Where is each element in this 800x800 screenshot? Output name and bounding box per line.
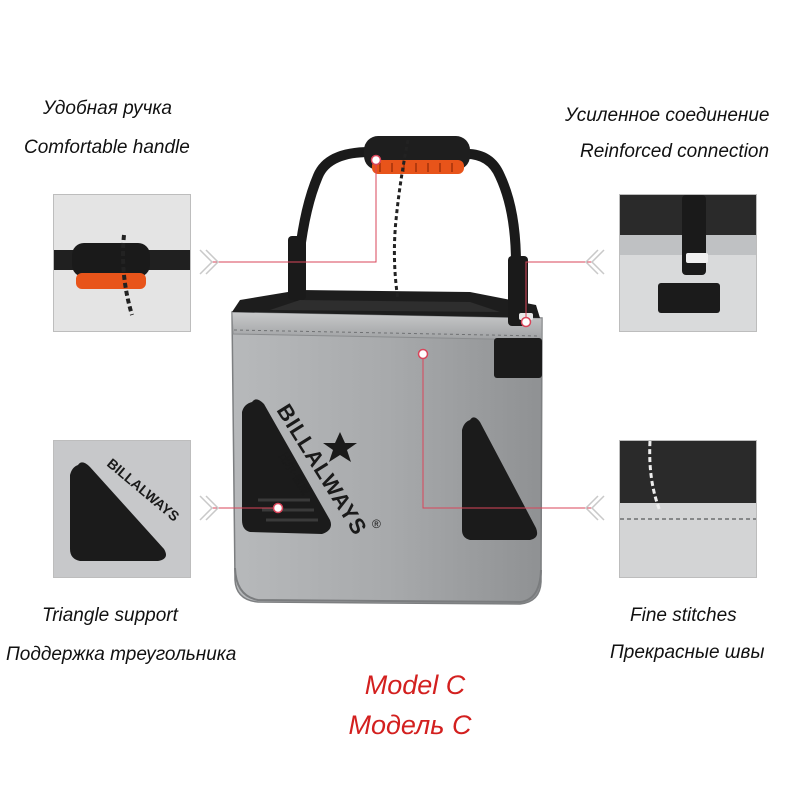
caption-connection-ru: Усиленное соединение <box>565 105 770 126</box>
caption-stitches-en: Fine stitches <box>630 605 737 626</box>
detail-connection-thumbnail <box>619 194 757 332</box>
caption-handle-ru: Удобная ручка <box>43 98 172 119</box>
detail-handle-thumbnail <box>53 194 191 332</box>
caption-stitches-ru: Прекрасные швы <box>610 642 765 663</box>
detail-stitches-thumbnail <box>619 440 757 578</box>
bucket-handle <box>288 136 542 378</box>
detail-triangle-thumbnail: BILLALWAYS <box>53 440 191 578</box>
triangle-support-right <box>462 417 538 540</box>
caption-handle-en: Comfortable handle <box>24 137 190 158</box>
caption-connection-en: Reinforced connection <box>580 141 770 162</box>
model-label-en: Model C <box>364 670 466 700</box>
callout-lines <box>199 160 605 521</box>
caption-triangle-en: Triangle support <box>42 605 178 626</box>
star-icon <box>323 432 357 462</box>
caption-triangle-ru: Поддержка треугольника <box>6 644 237 665</box>
registered-mark: ® <box>372 517 381 531</box>
triangle-support-left <box>242 399 331 534</box>
callout-dots <box>272 154 532 514</box>
model-label-ru: Модель С <box>348 710 472 740</box>
